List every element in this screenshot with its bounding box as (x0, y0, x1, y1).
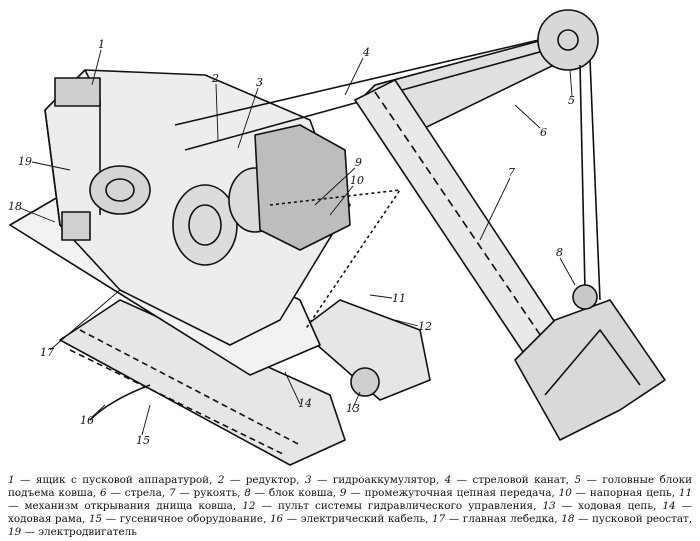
legend-text: напорная цепь (589, 487, 672, 499)
legend-num: 5 (574, 474, 582, 486)
legend-text: гусеничное оборудование (119, 513, 264, 525)
callout-1: 1 (98, 38, 105, 51)
legend-num: 16 (269, 513, 284, 525)
callout-7: 7 (508, 166, 515, 179)
legend-num: 17 (432, 513, 446, 525)
legend-num: 7 (168, 487, 176, 499)
legend-text: стрела (124, 487, 162, 499)
callout-4: 4 (362, 46, 370, 59)
callout-12: 12 (418, 320, 432, 333)
gear-reducer (254, 124, 351, 251)
legend-text: рукоять (193, 487, 238, 499)
legend-num: 1 (8, 474, 15, 486)
legend-text: редуктор (245, 474, 297, 486)
legend-num: 13 (542, 500, 556, 512)
callout-2: 2 (211, 72, 219, 85)
crowd-chain (269, 189, 401, 331)
head-sheaves (537, 9, 599, 71)
legend-text: механизм открывания днища ковша (24, 500, 233, 512)
electric-cable (89, 384, 151, 421)
callout-8: 8 (556, 246, 563, 259)
legend-text: электрический кабель (300, 513, 426, 525)
figure-legend: 1 — ящик с пусковой аппаратурой, 2 — ред… (8, 474, 692, 538)
legend-num: 19 (8, 526, 22, 538)
legend-num: 4 (444, 474, 452, 486)
legend-num: 2 (217, 474, 225, 486)
legend-num: 10 (558, 487, 572, 499)
callout-11: 11 (392, 292, 406, 305)
excavator-illustration: 1 2 3 4 5 6 7 8 9 10 11 12 13 14 15 16 1… (8, 9, 666, 466)
starting-rheostat (61, 211, 91, 241)
legend-num: 11 (678, 487, 692, 499)
legend-text: промежуточная цепная передача (364, 487, 552, 499)
callout-13: 13 (346, 402, 360, 415)
right-crawler-track (299, 299, 431, 401)
callout-18: 18 (8, 200, 22, 213)
legend-text: головные блоки подъема ковша (8, 474, 692, 499)
callout-16: 16 (80, 414, 94, 427)
left-crawler-track (59, 299, 346, 466)
callout-3: 3 (256, 76, 263, 89)
electric-motor (89, 165, 151, 215)
callout-17: 17 (40, 346, 54, 359)
callout-5: 5 (568, 94, 575, 107)
callout-14: 14 (298, 397, 312, 410)
legend-text: ходовая рама (8, 513, 83, 525)
legend-num: 14 (662, 500, 676, 512)
legend-num: 3 (304, 474, 312, 486)
legend-text: главная лебедка (462, 513, 555, 525)
dipper-stick (354, 79, 561, 356)
callout-9: 9 (355, 156, 362, 169)
legend-text: пульт системы гидравлического управления (277, 500, 534, 512)
legend-num: 12 (242, 500, 256, 512)
legend-text: гидроаккумулятор (332, 474, 436, 486)
callout-15: 15 (136, 434, 150, 447)
legend-text: стреловой канат (472, 474, 566, 486)
legend-text: ящик с пусковой аппаратурой (35, 474, 210, 486)
callout-10: 10 (350, 174, 364, 187)
legend-text: ходовая цепь (578, 500, 653, 512)
legend-num: 9 (339, 487, 347, 499)
legend-num: 8 (244, 487, 251, 499)
legend-num: 6 (100, 487, 107, 499)
legend-text: электродвигатель (38, 526, 137, 538)
bucket (514, 284, 666, 441)
legend-num: 15 (88, 513, 103, 525)
legend-num: 18 (561, 513, 575, 525)
callout-19: 19 (18, 155, 32, 168)
callout-6: 6 (540, 126, 547, 139)
legend-text: блок ковша (268, 487, 333, 499)
legend-text: пусковой реостат (592, 513, 689, 525)
